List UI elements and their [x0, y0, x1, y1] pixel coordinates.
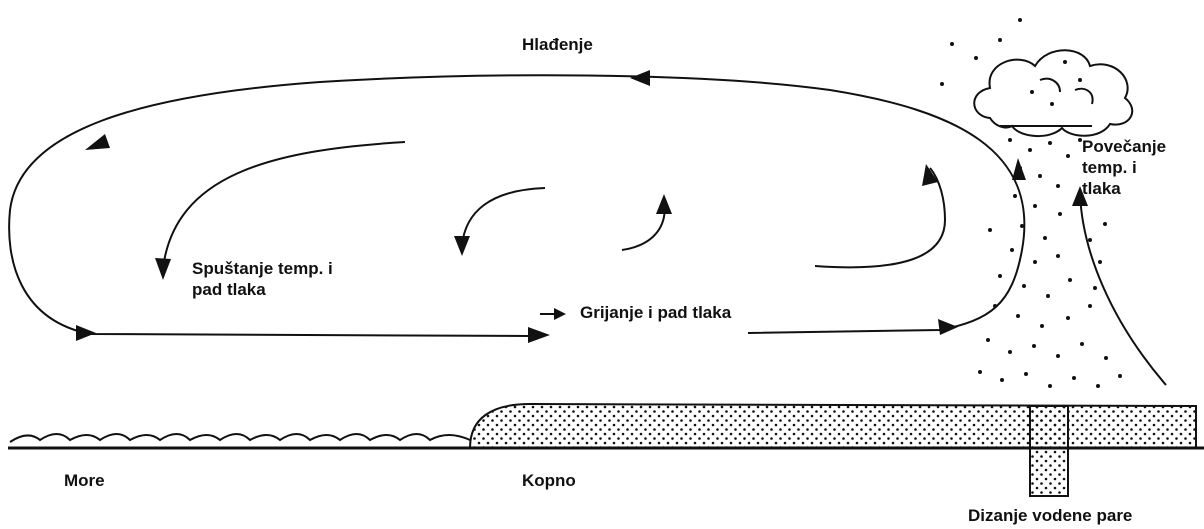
inner-arc-center-right: [622, 200, 665, 250]
label-vapor-rise: Dizanje vodene pare: [968, 505, 1132, 526]
arrowhead-top: [630, 70, 650, 86]
label-land: Kopno: [522, 470, 576, 491]
arrowhead-left-lower: [76, 325, 96, 341]
land-mass: [470, 404, 1196, 448]
arrowhead-inner-center-right: [656, 194, 672, 214]
label-temp-increase-line-1: Povečanje: [1082, 136, 1166, 157]
label-cooling: Hlađenje: [522, 34, 593, 55]
label-temp-decrease: Spuštanje temp. i pad tlaka: [192, 258, 333, 300]
label-temp-decrease-line-1: Spuštanje temp. i: [192, 258, 333, 279]
label-temp-decrease-line-2: pad tlaka: [192, 279, 333, 300]
arrowhead-inner-left: [155, 258, 171, 280]
vapor-column: [1030, 406, 1068, 496]
outer-circulation-loop: [9, 75, 1024, 336]
arrowhead-bottom-center: [528, 327, 550, 343]
cloud-icon: [974, 50, 1132, 136]
label-sea: More: [64, 470, 105, 491]
inner-arc-left: [163, 142, 405, 268]
arrowhead-left-upper: [85, 134, 110, 150]
arrowhead-bottom-right: [938, 319, 958, 335]
heating-arrowhead: [554, 308, 566, 320]
label-temp-increase-line-3: tlaka: [1082, 178, 1166, 199]
sea-waves: [10, 434, 470, 442]
label-temp-increase: Povečanje temp. i tlaka: [1082, 136, 1166, 199]
arrowhead-inner-center-left: [454, 236, 470, 256]
label-temp-increase-line-2: temp. i: [1082, 157, 1166, 178]
rising-air-line: [1080, 193, 1166, 385]
inner-arc-center-left: [462, 188, 545, 246]
label-heating: Grijanje i pad tlaka: [580, 302, 731, 323]
